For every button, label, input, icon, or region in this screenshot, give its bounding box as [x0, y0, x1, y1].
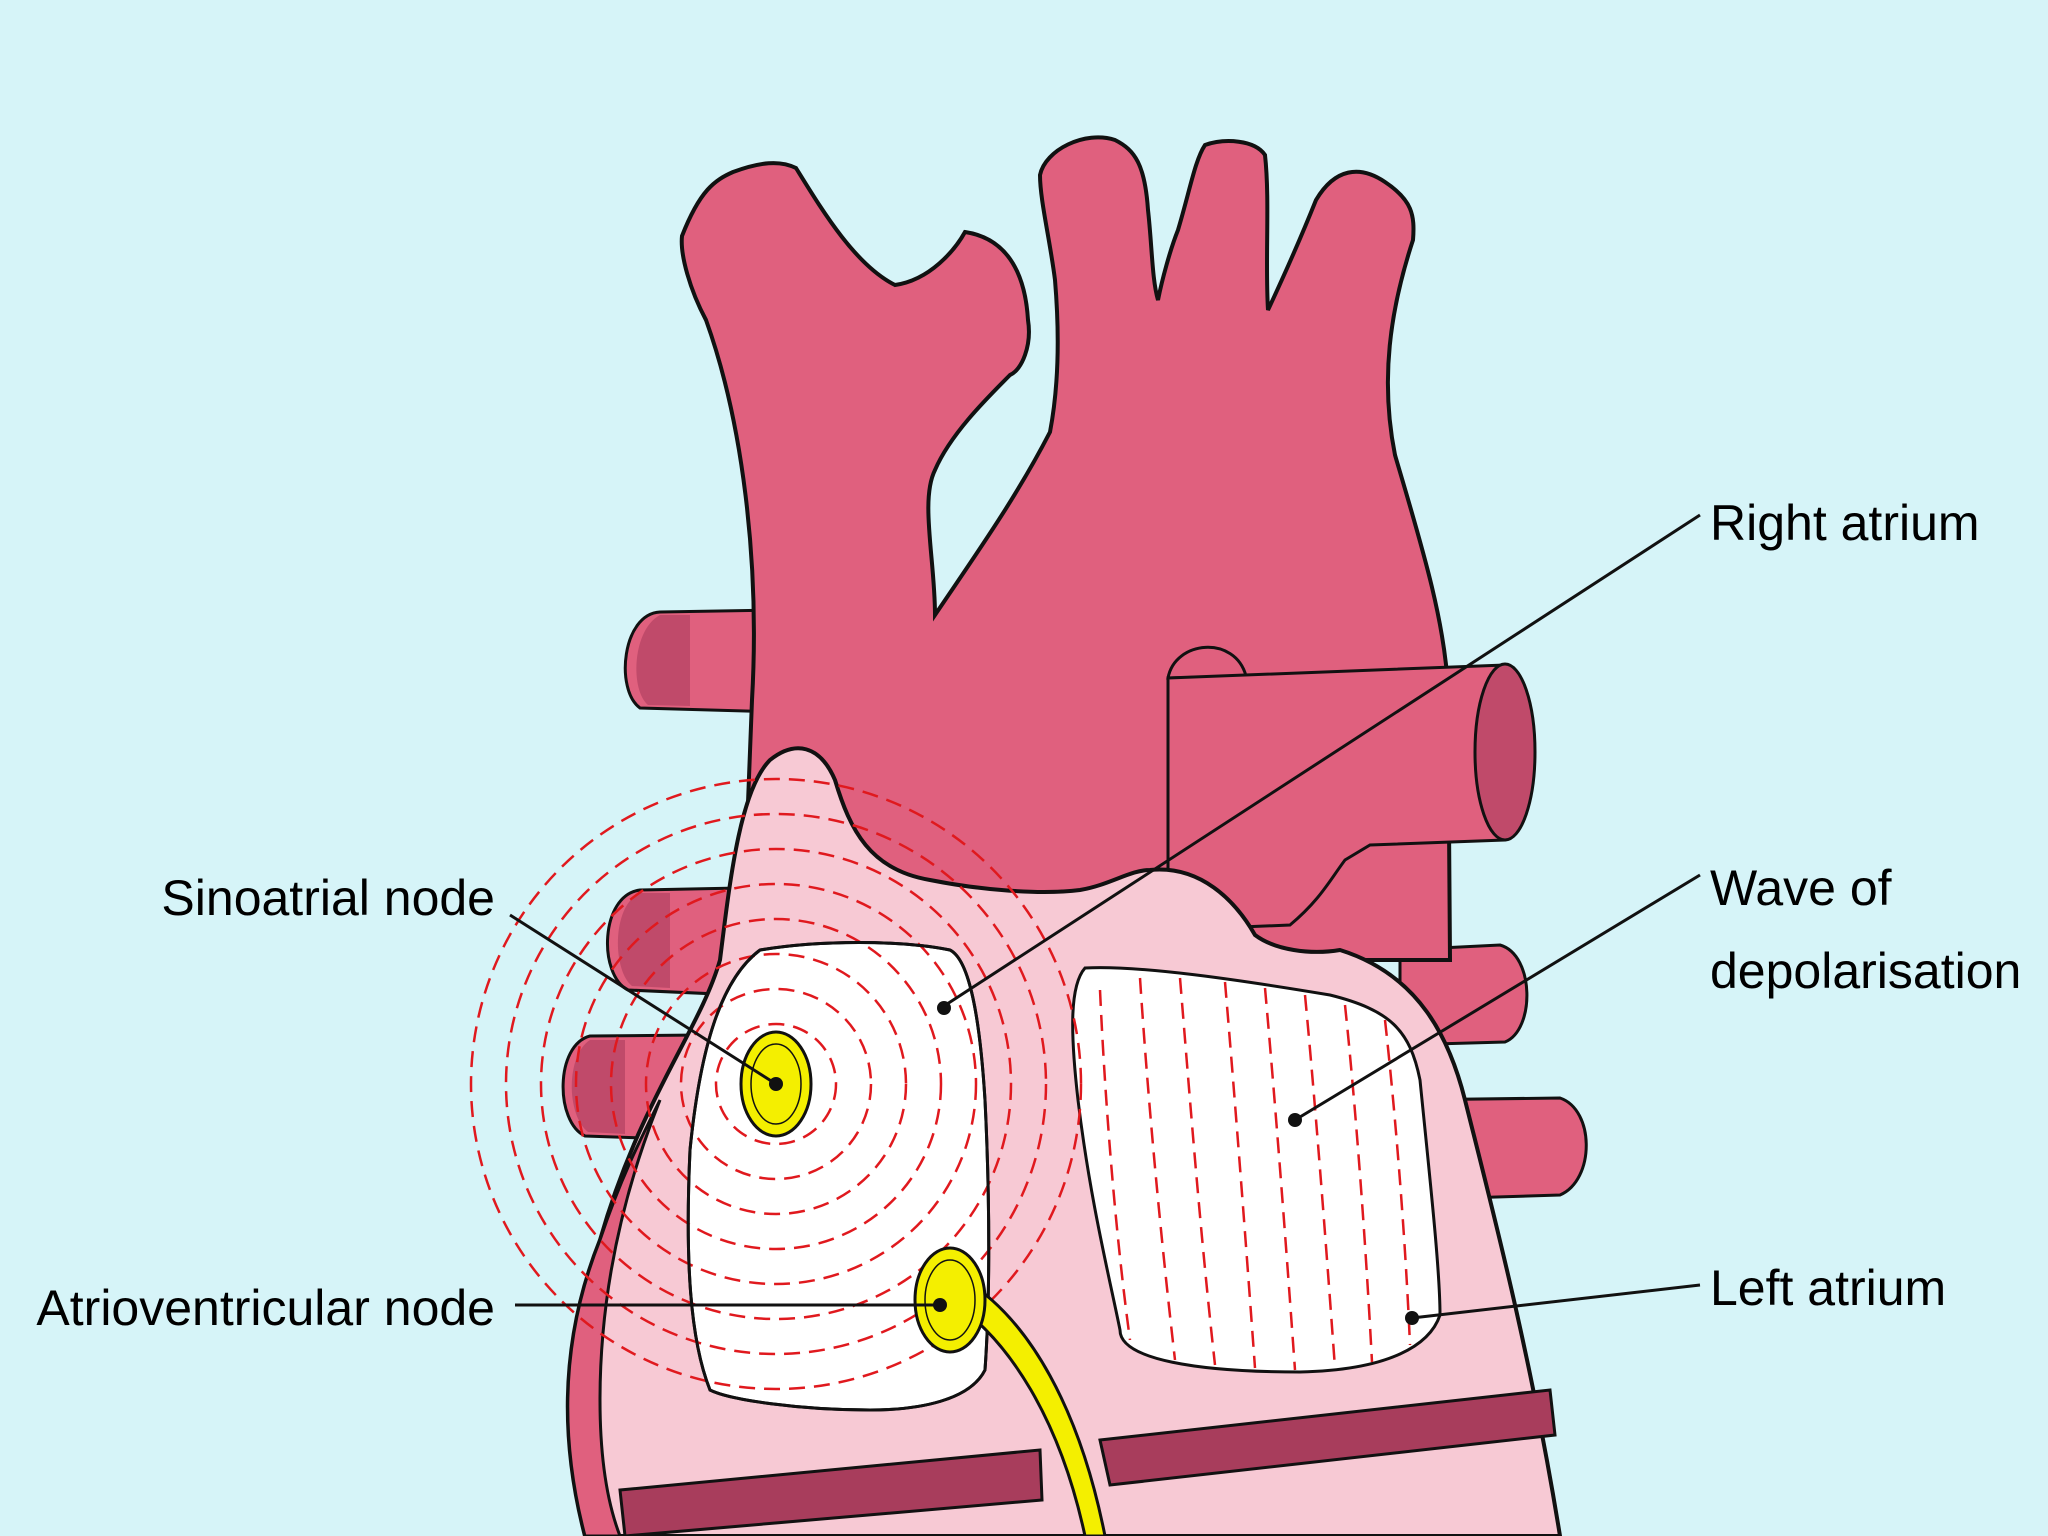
- wave-lines-left-atrium: [1098, 977, 1412, 1371]
- atrioventricular-node-inner: [924, 1259, 976, 1341]
- right-appendage: [1166, 645, 1248, 680]
- label-sinoatrial-node: Sinoatrial node: [161, 870, 495, 926]
- conduction-bands: [618, 1388, 1557, 1536]
- label-wave-line2: depolarisation: [1710, 943, 2021, 999]
- vena-cava-opening: [1473, 662, 1537, 842]
- right-atrium-chamber-outline: [686, 941, 991, 1412]
- wave-arcs-right-atrium: [469, 777, 1083, 1391]
- pointer-dots: [769, 1001, 1419, 1325]
- atrioventricular-node-outer: [913, 1246, 987, 1354]
- left-atrium-chamber: [1071, 966, 1442, 1374]
- leader-right-atrium: [943, 513, 1701, 1008]
- label-right-atrium: Right atrium: [1710, 495, 1980, 551]
- label-atrioventricular-node: Atrioventricular node: [36, 1280, 495, 1336]
- leader-lines: [509, 513, 1701, 1320]
- leader-sinoatrial: [509, 913, 777, 1086]
- leader-left-atrium: [1411, 1283, 1701, 1320]
- label-wave-line1: Wave of: [1710, 860, 1892, 916]
- sinoatrial-node-inner: [750, 1043, 802, 1125]
- atrial-left-edge: [566, 1099, 662, 1536]
- leader-wave: [1294, 873, 1701, 1122]
- label-left-atrium: Left atrium: [1710, 1260, 1946, 1316]
